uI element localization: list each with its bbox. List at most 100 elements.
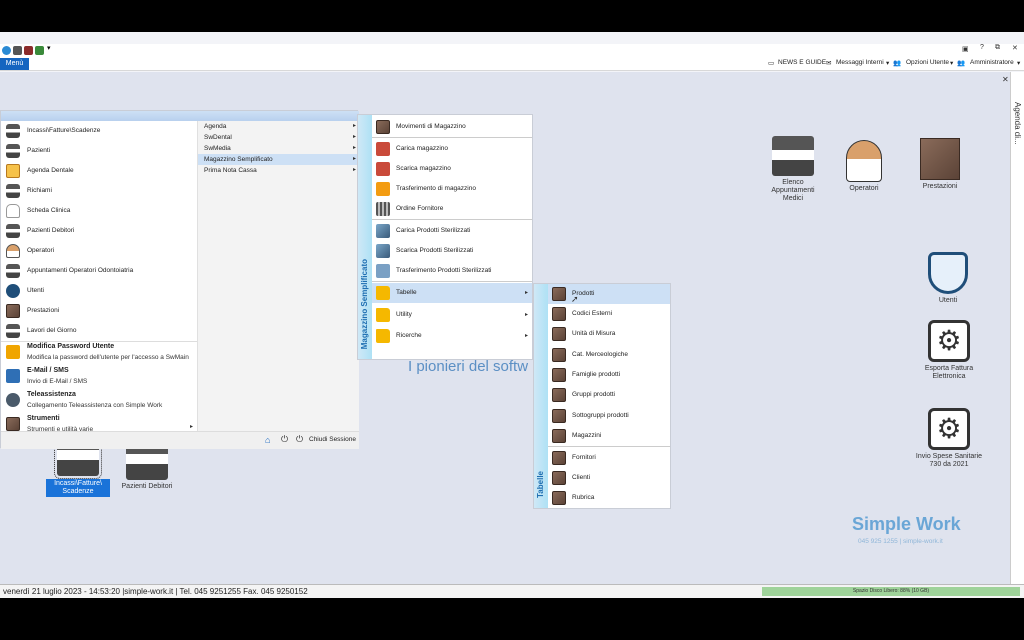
- menu-item-sottogruppi-prodotti[interactable]: Sottogruppi prodotti: [548, 406, 670, 426]
- menu-item-cat-merceologiche[interactable]: Cat. Merceologiche: [548, 345, 670, 365]
- menu-item-codici-esterni[interactable]: Codici Esterni: [548, 304, 670, 324]
- brand-title: Simple Work: [852, 514, 961, 534]
- menu-item-magazzino[interactable]: Magazzino Semplificato▸: [198, 154, 360, 165]
- menu-item-label: Rubrica: [572, 494, 595, 501]
- users-icon: [6, 284, 20, 298]
- status-text: venerdì 21 luglio 2023 - 14:53:20 |simpl…: [3, 587, 308, 596]
- menu-item-unita-misura[interactable]: Unità di Misura: [548, 324, 670, 344]
- save-icon[interactable]: [13, 46, 22, 55]
- menu-item-scarica[interactable]: Scarica magazzino: [372, 159, 532, 179]
- menu-item-fornitori[interactable]: Fornitori: [548, 448, 670, 468]
- desktop-icon-utenti[interactable]: Utenti: [920, 252, 976, 305]
- start-menu: Incassi\Fatture\Scadenze Pazienti Agenda…: [0, 110, 360, 449]
- print-icon[interactable]: [24, 46, 33, 55]
- truck-icon: [376, 182, 390, 196]
- desktop-close-icon[interactable]: ✕: [1002, 75, 1009, 84]
- box-icon: [376, 120, 390, 134]
- menu-item-carica[interactable]: Carica magazzino: [372, 139, 532, 159]
- disk-space-indicator: Spazio Disco Libero: 88% (10 GB): [762, 587, 1020, 596]
- app-logo-icon[interactable]: [2, 46, 11, 55]
- support-icon: [6, 393, 20, 407]
- menu-item-prodotti[interactable]: Prodotti: [548, 284, 670, 304]
- main-menu-button[interactable]: Menù: [0, 58, 29, 70]
- agenda-side-tab-label: Agenda di...: [1013, 102, 1022, 145]
- menu-item-richiami[interactable]: Richiami: [1, 181, 197, 201]
- menu-item-clienti[interactable]: Clienti: [548, 468, 670, 488]
- desktop-icon-operatori[interactable]: Operatori: [836, 140, 892, 193]
- close-icon[interactable]: ✕: [1012, 45, 1018, 52]
- admin-dropdown-icon[interactable]: ▾: [950, 60, 954, 67]
- menu-item-label: Utility: [396, 311, 412, 318]
- close-session-button[interactable]: Chiudi Sessione: [309, 436, 356, 443]
- admin-menu-icon[interactable]: ▾: [1017, 60, 1021, 67]
- desktop-icon-prestazioni[interactable]: Prestazioni: [912, 138, 968, 191]
- news-link[interactable]: NEWS E GUIDE: [778, 59, 827, 66]
- menu-item-trasferimento[interactable]: Trasferimento di magazzino: [372, 179, 532, 199]
- messages-link[interactable]: Messaggi Interni: [836, 59, 884, 66]
- home-icon[interactable]: ⌂: [265, 435, 271, 445]
- menu-item-swmedia[interactable]: SwMedia▸: [198, 143, 360, 154]
- menu-item-incassi[interactable]: Incassi\Fatture\Scadenze: [1, 121, 197, 141]
- power-icon[interactable]: ⏻: [281, 434, 289, 444]
- syringe-icon: [376, 224, 390, 238]
- magazzino-submenu: Magazzino Semplificato Movimenti di Maga…: [357, 114, 533, 360]
- menu-item-trasferimento-sterilizzati[interactable]: Trasferimento Prodotti Sterilizzati: [372, 261, 532, 281]
- van-icon: [376, 264, 390, 278]
- menu-item-tabelle[interactable]: Tabelle▸: [372, 283, 532, 303]
- menu-item-agenda[interactable]: Agenda▸: [198, 121, 360, 132]
- menu-item-prestazioni[interactable]: Prestazioni: [1, 301, 197, 321]
- box-icon: [920, 138, 960, 180]
- export-icon[interactable]: [35, 46, 44, 55]
- menu-item-agenda-dentale[interactable]: Agenda Dentale: [1, 161, 197, 181]
- menu-item-scarica-sterilizzati[interactable]: Scarica Prodotti Sterilizzati: [372, 241, 532, 261]
- start-menu-right-pane: Agenda▸ SwDental▸ SwMedia▸ Magazzino Sem…: [197, 121, 360, 431]
- menu-item-magazzini[interactable]: Magazzini: [548, 426, 670, 446]
- menu-item-title: Modifica Password Utente: [27, 343, 115, 350]
- box-icon: [552, 348, 566, 362]
- options-link[interactable]: Opzioni Utente: [906, 59, 949, 66]
- menu-item-ordine-fornitore[interactable]: Ordine Fornitore: [372, 199, 532, 219]
- menu-item-famiglie-prodotti[interactable]: Famiglie prodotti: [548, 365, 670, 385]
- menu-item-operatori[interactable]: Operatori: [1, 241, 197, 261]
- menu-item-label: Pazienti: [27, 147, 51, 154]
- menu-item-label: Gruppi prodotti: [572, 391, 615, 398]
- desktop-icon-fattura-elettronica[interactable]: ⚙ Esporta Fattura Elettronica: [914, 320, 984, 381]
- agenda-side-tab[interactable]: Agenda di...: [1010, 72, 1024, 584]
- menu-item-ricerche[interactable]: Ricerche▸: [372, 326, 532, 346]
- restore-icon[interactable]: ▣: [962, 46, 969, 53]
- admin-link[interactable]: Amministratore: [970, 59, 1014, 66]
- menu-item-movimenti[interactable]: Movimenti di Magazzino: [372, 117, 532, 137]
- menu-item-swdental[interactable]: SwDental▸: [198, 132, 360, 143]
- menu-item-pazienti[interactable]: Pazienti: [1, 141, 197, 161]
- help-icon[interactable]: ?: [980, 44, 984, 51]
- users-icon: 👥: [893, 60, 902, 67]
- menu-item-lavori-giorno[interactable]: Lavori del Giorno: [1, 321, 197, 341]
- tabelle-submenu: Tabelle Prodotti Codici Esterni Unità di…: [533, 283, 671, 509]
- options-dropdown-icon[interactable]: ▾: [886, 60, 890, 67]
- window-icon[interactable]: ⧉: [995, 44, 1000, 51]
- menu-item-utenti[interactable]: Utenti: [1, 281, 197, 301]
- menu-item-utility[interactable]: Utility▸: [372, 305, 532, 325]
- menu-item-gruppi-prodotti[interactable]: Gruppi prodotti: [548, 385, 670, 405]
- menu-item-pazienti-debitori[interactable]: Pazienti Debitori: [1, 221, 197, 241]
- menu-item-label: Carica Prodotti Sterilizzati: [396, 227, 471, 234]
- disk-space-label: Spazio Disco Libero: 88% (10 GB): [852, 588, 930, 594]
- menu-item-prima-nota[interactable]: Prima Nota Cassa▸: [198, 165, 360, 176]
- box-icon: [552, 429, 566, 443]
- desktop-icon-elenco-appuntamenti[interactable]: Elenco Appuntamenti Medici: [762, 136, 824, 203]
- menu-item-rubrica[interactable]: Rubrica: [548, 488, 670, 508]
- shield-user-icon: [928, 252, 968, 294]
- menu-item-appuntamenti-operatori[interactable]: Appuntamenti Operatori Odontoiatria: [1, 261, 197, 281]
- news-icon: ▭: [768, 60, 775, 67]
- desktop-icon-spese-sanitarie[interactable]: ⚙ Invio Spese Sanitarie 730 da 2021: [914, 408, 984, 469]
- box-icon: [552, 327, 566, 341]
- menu-item-title: Strumenti: [27, 415, 60, 422]
- slogan-text: I pionieri del softw: [408, 358, 529, 375]
- qat-dropdown-icon[interactable]: ▾: [47, 45, 51, 52]
- menu-item-carica-sterilizzati[interactable]: Carica Prodotti Sterilizzati: [372, 221, 532, 241]
- menu-item-scheda-clinica[interactable]: Scheda Clinica: [1, 201, 197, 221]
